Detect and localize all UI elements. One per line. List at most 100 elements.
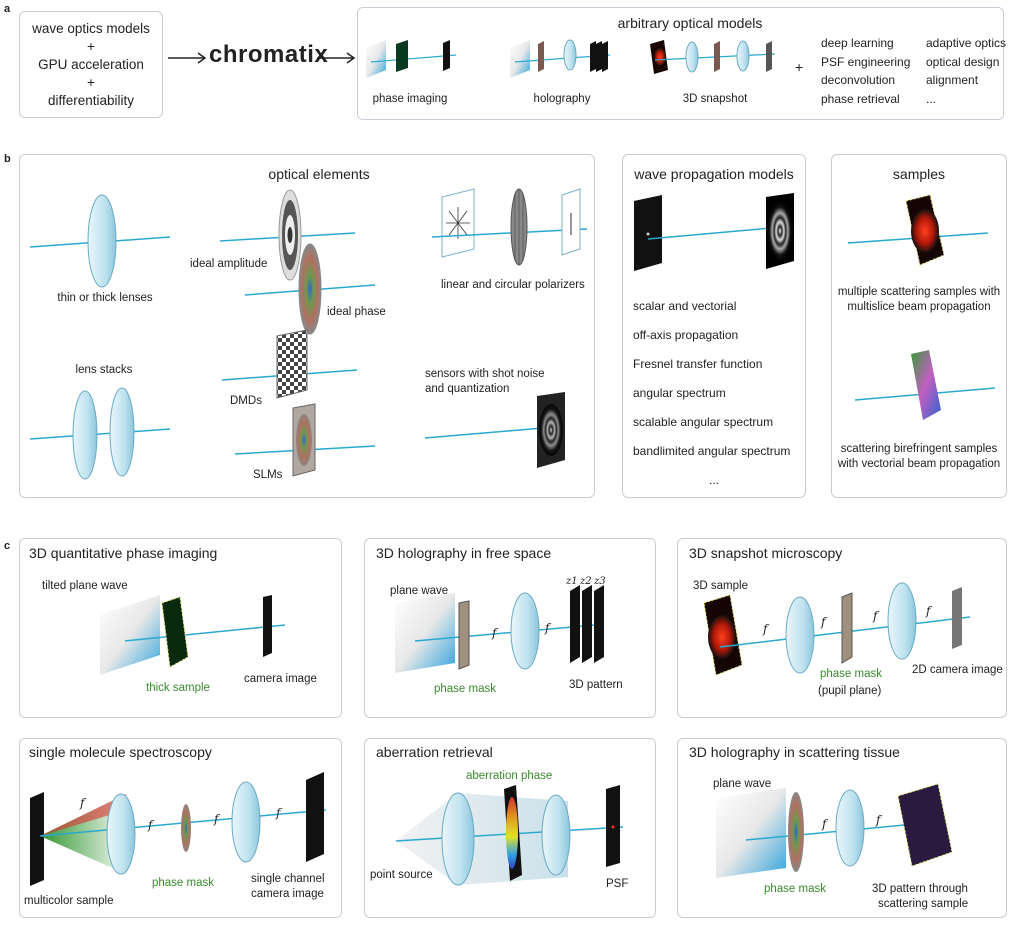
f-label: f <box>148 818 153 832</box>
f-label: f <box>545 621 550 635</box>
slm-illustration <box>234 403 376 477</box>
app-item: deconvolution <box>821 73 896 87</box>
wp-item: off-axis propagation <box>633 328 739 342</box>
snapshot-camera-label: 2D camera image <box>912 664 1003 676</box>
qpi-schematic <box>100 595 286 675</box>
f-label: f <box>876 813 881 827</box>
holo-free-pattern-label: 3D pattern <box>569 679 623 691</box>
snapshot-schematic <box>703 582 971 676</box>
example-holography: holography <box>533 93 591 105</box>
ideal-phase-illustration <box>244 243 376 335</box>
holo-tissue-plane-label: plane wave <box>713 778 772 790</box>
arrow-right-icon <box>168 52 207 64</box>
qpi-tilted-label: tilted plane wave <box>42 580 128 592</box>
arrow-right-icon <box>317 52 356 64</box>
holo-tissue-pattern-line1: 3D pattern through <box>872 883 968 895</box>
panel-a-letter: a <box>4 3 11 15</box>
models-box <box>357 7 1004 120</box>
label-lens-stacks: lens stacks <box>75 364 133 376</box>
holo-tissue-pattern-line2: scattering sample <box>878 898 969 910</box>
thin-lens-illustration <box>29 194 171 288</box>
wp-item: bandlimited angular spectrum <box>633 444 791 458</box>
snapshot-sample-label: 3D sample <box>693 580 748 592</box>
wave-propagation-title: wave propagation models <box>634 166 794 182</box>
holo-free-mask-label: phase mask <box>434 683 497 695</box>
smlm-cam-line2: camera image <box>251 888 324 900</box>
input-line-2: + <box>87 39 95 54</box>
brand-logo: chromatix <box>209 41 329 68</box>
holo-tissue-title: 3D holography in scattering tissue <box>689 744 900 760</box>
f-label: f <box>873 609 878 623</box>
smlm-title: single molecule spectroscopy <box>29 744 212 760</box>
label-ideal-phase: ideal phase <box>327 306 386 318</box>
aberration-title: aberration retrieval <box>376 744 493 760</box>
wp-item: scalable angular spectrum <box>633 415 774 429</box>
input-line-1: wave optics models <box>32 21 150 36</box>
holo-free-plane-label: plane wave <box>390 585 449 597</box>
holography-schematic <box>510 39 611 78</box>
panel-c-letter: c <box>4 540 11 552</box>
samples-title: samples <box>892 166 946 182</box>
label-sensors-line2: and quantization <box>425 383 510 395</box>
models-title: arbitrary optical models <box>617 15 763 31</box>
scattering-sample-illustration <box>847 194 989 266</box>
sensor-illustration <box>424 392 565 468</box>
aberration-schematic <box>395 785 624 886</box>
wp-item: scalar and vectorial <box>633 299 737 313</box>
f-label: f <box>763 622 768 636</box>
wp-item: Fresnel transfer function <box>633 357 763 371</box>
dmd-illustration <box>221 329 358 399</box>
holo-tissue-schematic <box>716 783 953 878</box>
aberration-psf-label: PSF <box>606 878 629 890</box>
f-label: f <box>80 796 85 810</box>
f-label: f <box>926 604 931 618</box>
input-line-5: differentiability <box>47 93 135 108</box>
label-dmds: DMDs <box>230 395 262 407</box>
label-thin-lens: thin or thick lenses <box>57 292 153 304</box>
holo-free-title: 3D holography in free space <box>376 545 552 561</box>
app-item: alignment <box>926 73 979 87</box>
app-item: adaptive optics <box>926 36 1007 50</box>
panel-b-letter: b <box>4 153 11 165</box>
app-item: deep learning <box>821 36 894 50</box>
wave-propagation-list: scalar and vectorial off-axis propagatio… <box>633 292 790 495</box>
smlm-cam-line1: single channel <box>251 873 325 885</box>
birefringent-sample-illustration <box>854 350 996 420</box>
z1-label: z1 <box>566 576 578 587</box>
wave-propagation-illustration <box>634 193 794 271</box>
polarizers-illustration <box>431 188 588 266</box>
f-label: f <box>822 817 827 831</box>
aberration-phase-label: aberration phase <box>466 770 553 782</box>
smlm-sample-label: multicolor sample <box>24 895 114 907</box>
smlm-mask-label: phase mask <box>152 877 215 889</box>
label-sensors-line1: sensors with shot noise <box>425 368 545 380</box>
optical-elements-title: optical elements <box>268 166 370 182</box>
example-phase-imaging: phase imaging <box>372 93 448 105</box>
qpi-title: 3D quantitative phase imaging <box>29 545 218 561</box>
f-label: f <box>276 806 281 820</box>
samples-s1-line2: multislice beam propagation <box>847 301 991 313</box>
input-lines: wave optics models + GPU acceleration + … <box>19 20 163 110</box>
apps-left-list: deep learning PSF engineering deconvolut… <box>821 34 910 108</box>
phase-imaging-schematic <box>366 40 457 78</box>
snapshot-title: 3D snapshot microscopy <box>689 545 843 561</box>
label-slms: SLMs <box>253 469 283 481</box>
snapshot-mask-label: phase mask <box>820 668 883 680</box>
app-item: phase retrieval <box>821 91 900 106</box>
qpi-thick-label: thick sample <box>146 682 210 694</box>
label-ideal-amplitude: ideal amplitude <box>190 258 268 270</box>
lens-stacks-illustration <box>29 387 171 480</box>
input-box <box>19 11 163 118</box>
label-polarizers: linear and circular polarizers <box>441 279 585 291</box>
f-label: f <box>214 812 219 826</box>
holo-free-schematic <box>395 585 604 673</box>
z3-label: z3 <box>594 576 606 587</box>
samples-s1-line1: multiple scattering samples with <box>837 286 1001 298</box>
aberration-source-label: point source <box>370 869 433 881</box>
input-line-3: GPU acceleration <box>38 57 144 72</box>
app-item: optical design <box>926 54 1000 69</box>
f-label: f <box>821 615 826 629</box>
wp-item: angular spectrum <box>633 386 726 400</box>
apps-right-list: adaptive optics optical design alignment… <box>926 34 1006 108</box>
snapshot-schematic <box>650 40 776 74</box>
